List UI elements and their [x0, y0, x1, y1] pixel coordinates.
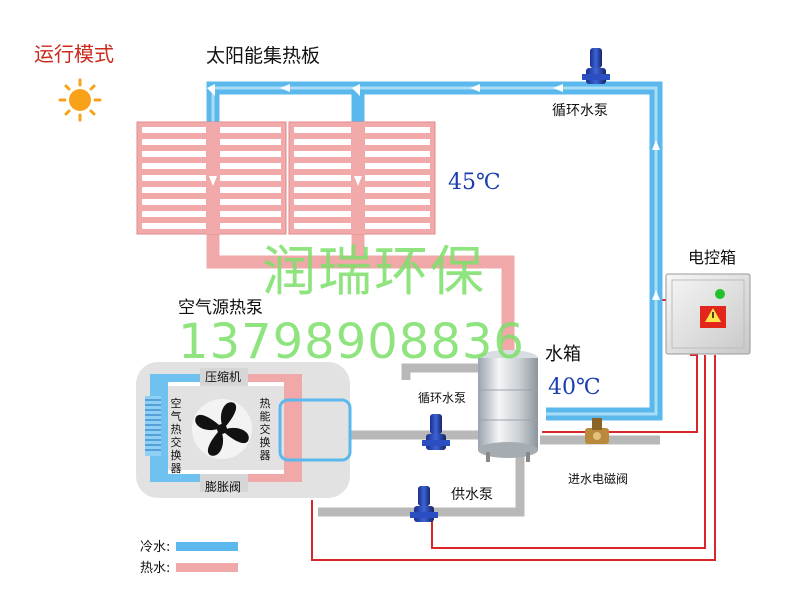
hot-pipe — [206, 232, 515, 358]
cold-pipe-highlight — [211, 86, 658, 416]
tank-coil — [278, 398, 352, 462]
warning-icon — [705, 308, 721, 322]
arrow-icon — [207, 84, 660, 300]
circulation-pump-top-label: 循环水泵 — [552, 103, 608, 119]
sun-icon — [58, 78, 102, 122]
solar-panel-title: 太阳能集热板 — [206, 45, 321, 67]
inlet-valve — [585, 418, 609, 444]
legend-cold-label: 冷水: — [140, 540, 171, 555]
pump-icon — [410, 48, 610, 522]
mode-label: 运行模式 — [34, 42, 114, 66]
panel-temperature: 45℃ — [448, 170, 501, 195]
solar-panel-right — [288, 121, 436, 235]
control-box-label: 电控箱 — [688, 248, 737, 267]
inlet-valve-label: 进水电磁阀 — [568, 472, 629, 486]
control-wires — [311, 299, 716, 561]
heat-pump-label: 空气源热泵 — [178, 298, 263, 318]
heat-exchanger-label: 热能交换器 — [259, 397, 271, 462]
water-tank-label: 水箱 — [545, 344, 581, 365]
supply-pump-label: 供水泵 — [451, 487, 493, 503]
legend-hot-swatch — [176, 563, 238, 572]
compressor-label: 压缩机 — [205, 370, 242, 384]
expansion-valve-label: 膨胀阀 — [205, 480, 242, 494]
water-tank — [478, 350, 538, 462]
air-heat-exchanger-coil — [145, 396, 161, 456]
tank-temperature: 40℃ — [548, 375, 601, 400]
circulation-pump-mid-label: 循环水泵 — [418, 391, 467, 405]
watermark-company: 润瑞环保 — [262, 240, 486, 303]
fan-icon — [192, 399, 252, 459]
control-box — [665, 273, 751, 355]
watermark-phone: 13798908836 — [178, 314, 525, 370]
air-heat-exchanger-label: 空气热交换器 — [170, 397, 182, 475]
legend-hot-label: 热水: — [140, 561, 171, 576]
legend-cold-swatch — [176, 542, 238, 551]
